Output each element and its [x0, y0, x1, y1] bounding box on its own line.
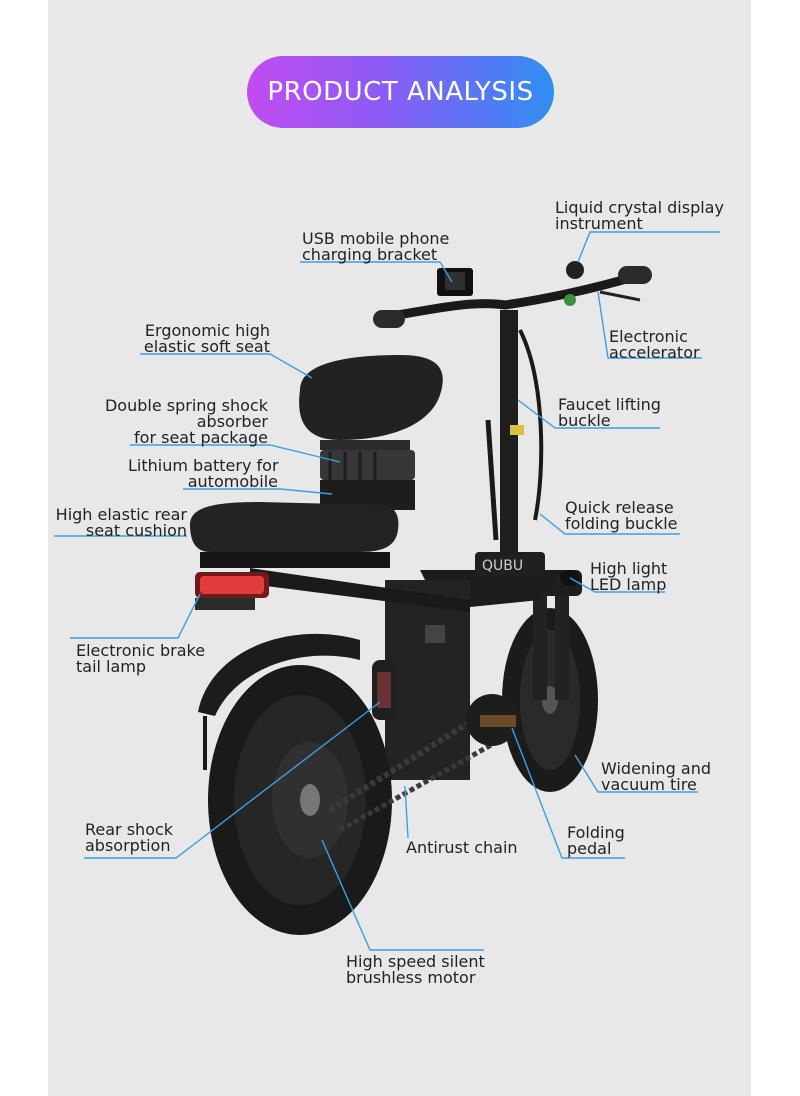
callout-line-faucet	[517, 399, 660, 429]
handlebar	[373, 261, 652, 328]
callout-line-lcd	[577, 231, 720, 263]
callout-lines	[54, 231, 720, 951]
title-banner: PRODUCT ANALYSIS	[247, 56, 554, 128]
callout-line-double-spring	[130, 444, 341, 463]
callout-line-usb	[300, 261, 453, 283]
rear-wheel	[198, 633, 392, 935]
callout-line-led	[569, 577, 665, 593]
callout-line-accelerator	[597, 291, 702, 359]
callout-line-brake	[70, 593, 201, 639]
tail-lamp	[195, 572, 269, 610]
callout-line-tire	[574, 754, 698, 793]
drivetrain	[328, 660, 518, 833]
label-antirust-chain: Antirust chain	[406, 838, 518, 857]
callout-line-battery	[183, 488, 333, 495]
callout-line-motor	[321, 839, 484, 951]
page-title: PRODUCT ANALYSIS	[267, 77, 534, 107]
callout-line-pedal	[511, 727, 625, 859]
brand-logo: QUBU	[482, 558, 523, 574]
callout-line-rear-shock	[84, 701, 381, 859]
callout-line-quick-release	[539, 513, 680, 535]
front-wheel	[502, 608, 598, 792]
product-image-panel	[48, 0, 751, 1096]
front-seat	[299, 355, 443, 510]
callout-line-ergonomic	[140, 353, 313, 379]
callout-line-chain	[404, 785, 409, 839]
rear-seat	[190, 502, 470, 612]
